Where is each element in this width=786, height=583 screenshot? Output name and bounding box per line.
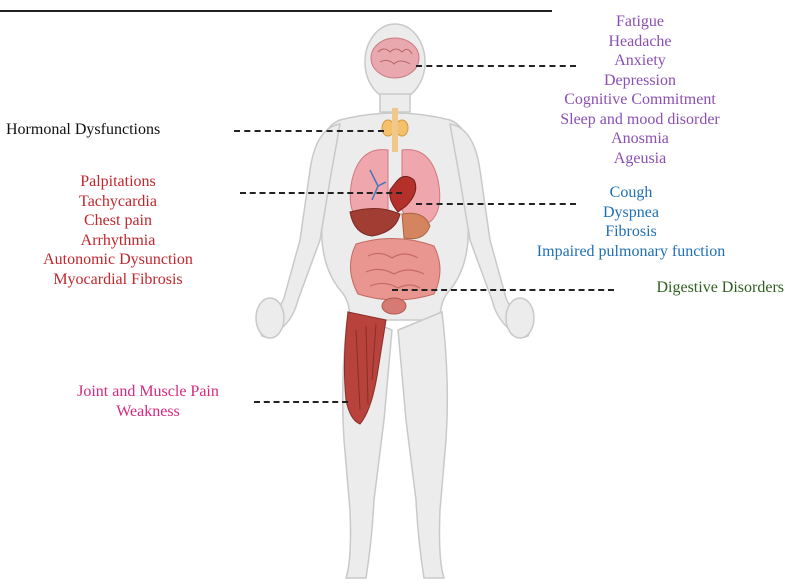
neuro-symptoms: Fatigue Headache Anxiety Depression Cogn… bbox=[540, 12, 740, 168]
hormonal-leader-line bbox=[234, 130, 384, 132]
cardiac-symptom: Tachycardia bbox=[30, 192, 206, 212]
brain-icon bbox=[371, 38, 419, 78]
cardiac-symptom: Autonomic Dysunction bbox=[30, 250, 206, 270]
cardiac-leader-line bbox=[240, 192, 402, 194]
neuro-symptom: Cognitive Commitment bbox=[540, 90, 740, 110]
cardiac-symptom: Palpitations bbox=[30, 172, 206, 192]
neuro-symptom: Sleep and mood disorder bbox=[540, 110, 740, 130]
respiratory-symptom: Cough bbox=[524, 183, 738, 203]
neuro-symptom: Ageusia bbox=[540, 149, 740, 169]
cardiac-symptom: Arrhythmia bbox=[30, 231, 206, 251]
respiratory-symptom: Dyspnea bbox=[524, 203, 738, 223]
neuro-symptom: Anosmia bbox=[540, 129, 740, 149]
neuro-symptom: Anxiety bbox=[540, 51, 740, 71]
respiratory-symptom: Impaired pulmonary function bbox=[524, 242, 738, 262]
neuro-symptom: Depression bbox=[540, 71, 740, 91]
musculoskeletal-symptoms: Joint and Muscle Pain Weakness bbox=[58, 382, 238, 421]
cardiac-symptom: Chest pain bbox=[30, 211, 206, 231]
musculo-symptom: Weakness bbox=[58, 402, 238, 422]
cardiac-symptom: Myocardial Fibrosis bbox=[30, 270, 206, 290]
neuro-symptom: Fatigue bbox=[540, 12, 740, 32]
musculo-leader-line bbox=[254, 401, 348, 403]
musculo-symptom: Joint and Muscle Pain bbox=[58, 382, 238, 402]
hormonal-symptoms: Hormonal Dysfunctions bbox=[6, 120, 206, 140]
digestive-label: Digestive Disorders bbox=[636, 278, 784, 298]
respiratory-symptoms: Cough Dyspnea Fibrosis Impaired pulmonar… bbox=[524, 183, 738, 261]
digestive-symptoms: Digestive Disorders bbox=[636, 278, 784, 298]
respiratory-symptom: Fibrosis bbox=[524, 222, 738, 242]
hormonal-label: Hormonal Dysfunctions bbox=[6, 120, 206, 140]
neuro-symptom: Headache bbox=[540, 32, 740, 52]
digestive-leader-line bbox=[392, 289, 614, 291]
cardiac-symptoms: Palpitations Tachycardia Chest pain Arrh… bbox=[30, 172, 206, 289]
